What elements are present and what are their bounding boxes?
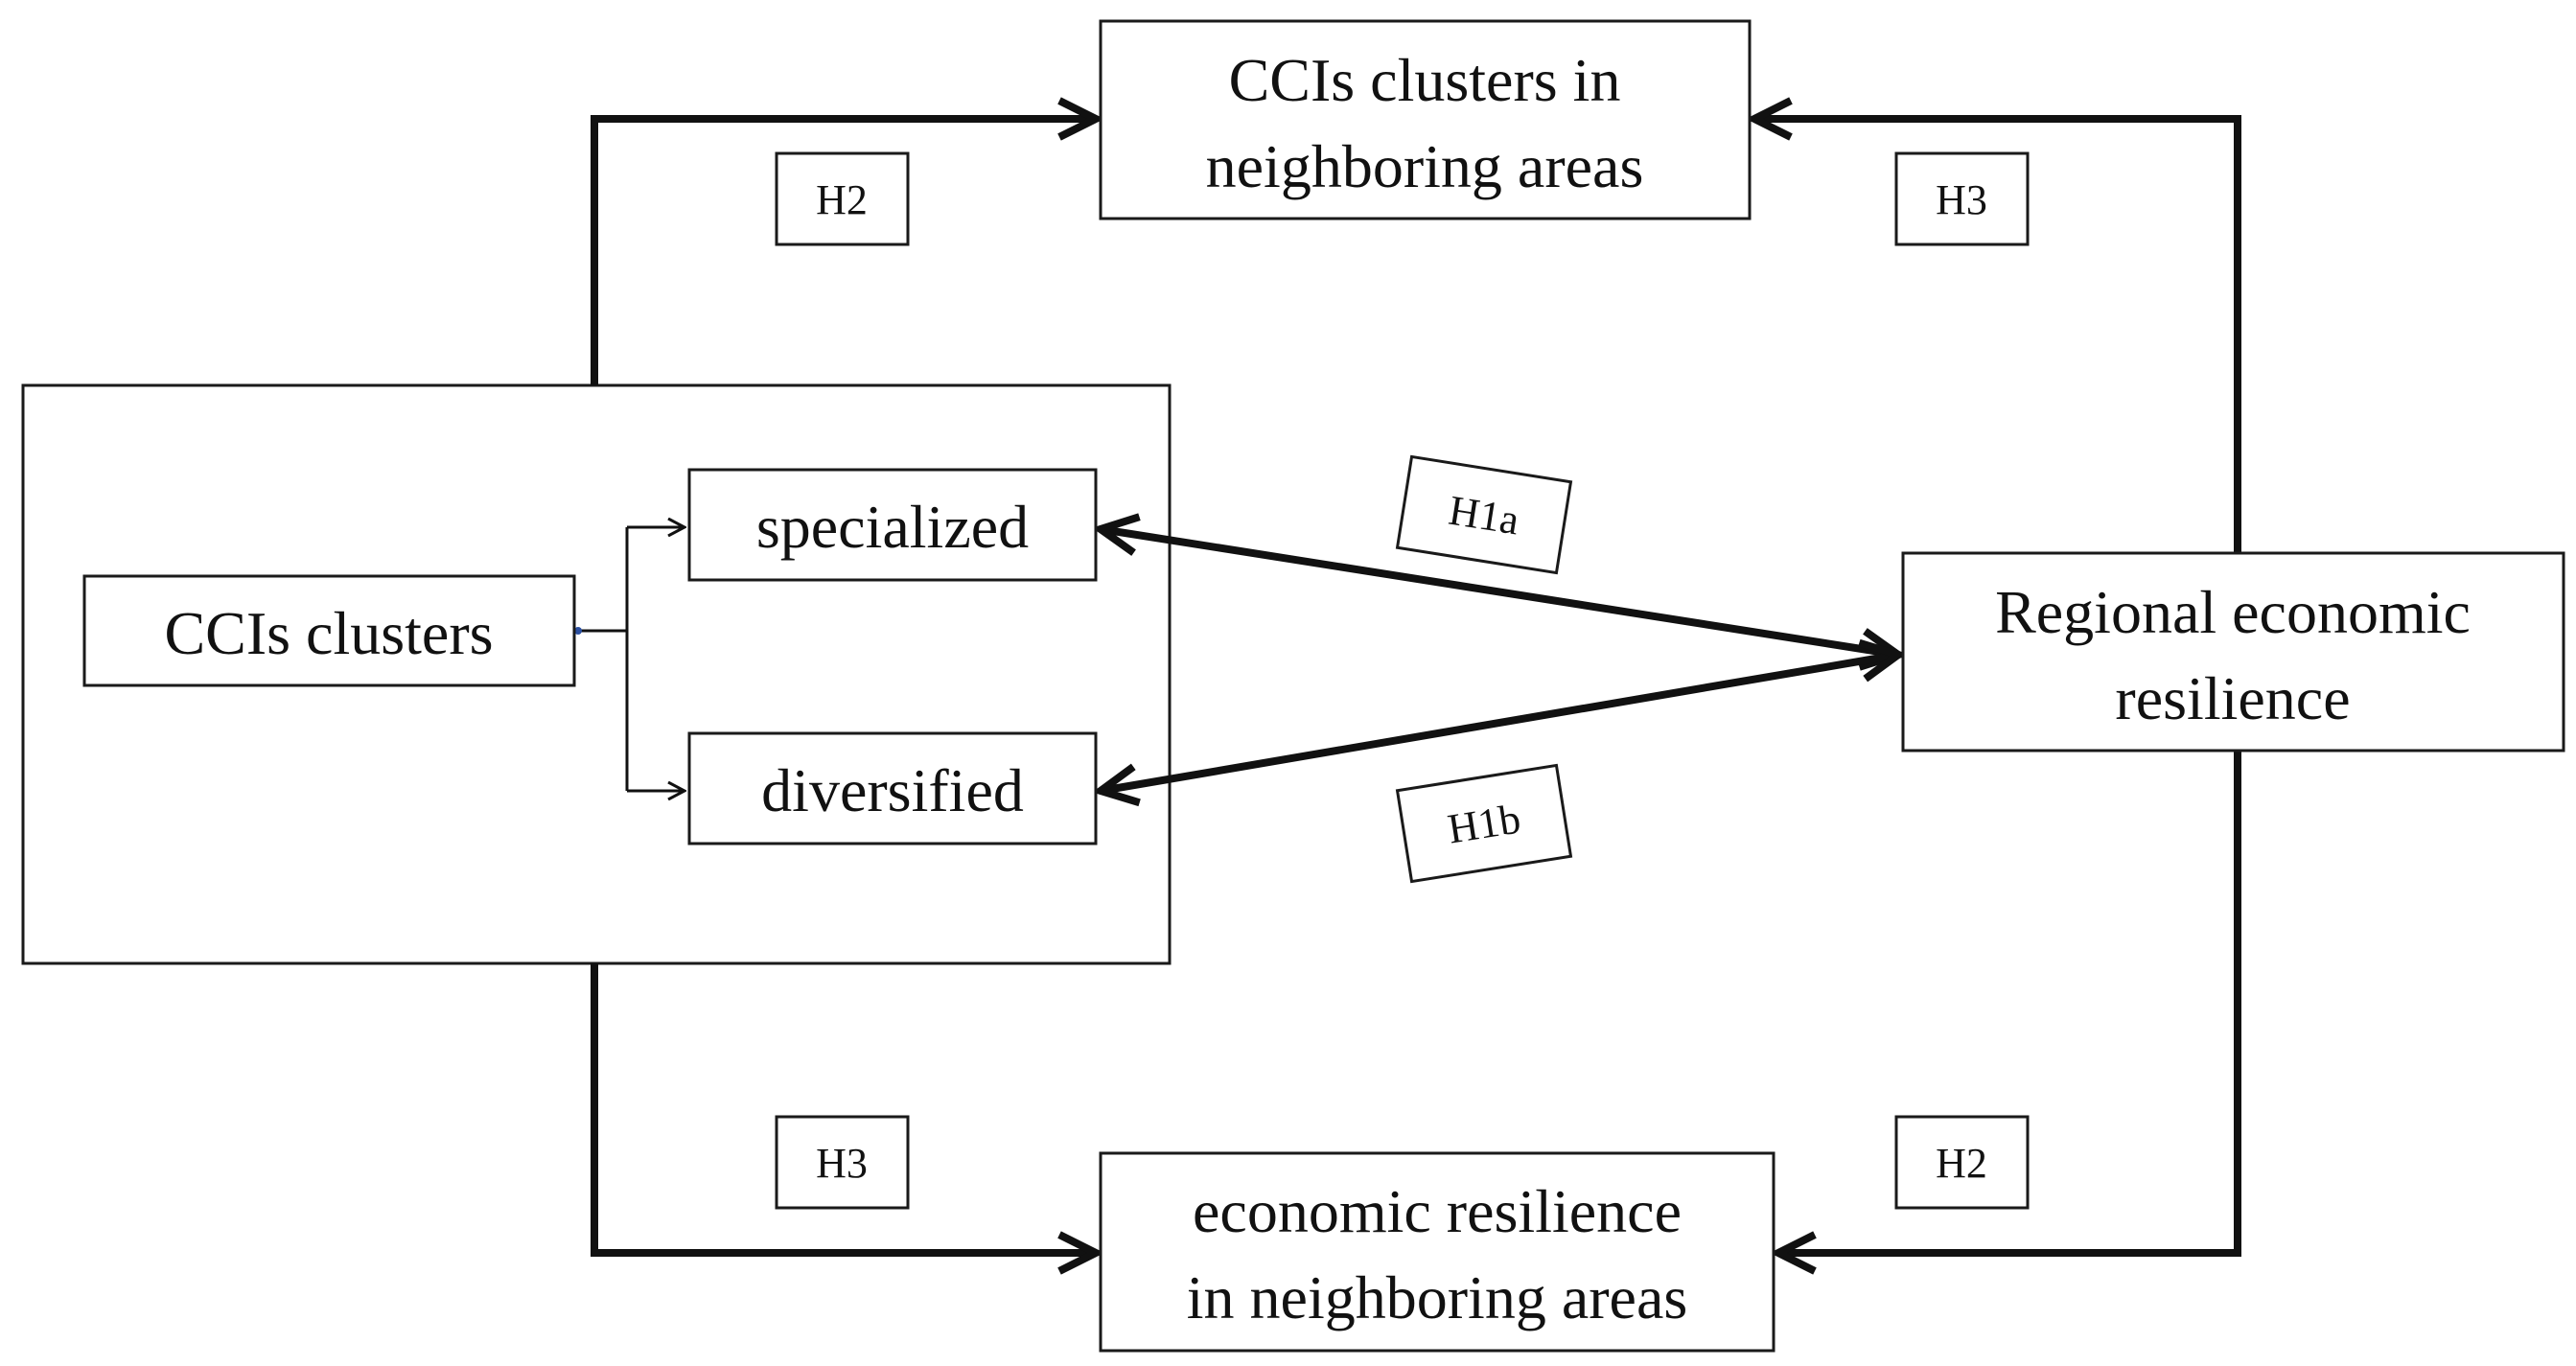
node-resilience-neighboring-line1: economic resilience [1193,1177,1682,1245]
label-h2-bottom: H2 [1894,1115,2030,1210]
node-diversified: diversified [687,731,1098,845]
node-cci-neighboring-line2: neighboring areas [1206,132,1644,200]
label-h3-top-text: H3 [1936,176,1987,223]
node-diversified-label: diversified [761,756,1024,824]
node-specialized: specialized [687,468,1098,582]
node-resilience-neighboring: economic resilience in neighboring areas [1099,1151,1775,1353]
label-h2-top: H2 [775,151,910,246]
h2-bottom-arrow [1778,751,2241,1253]
h2-top-arrow [591,119,1096,385]
h1a-arrow [1101,529,1898,655]
h3-bottom-arrow [591,963,1096,1253]
h3-top-arrow [1754,119,2241,553]
label-h3-top: H3 [1894,151,2030,246]
label-h2-bottom-text: H2 [1936,1140,1987,1187]
node-specialized-label: specialized [756,493,1029,561]
label-h2-top-text: H2 [816,176,868,223]
node-cci-clusters-label: CCIs clusters [164,599,493,667]
node-cci-neighboring: CCIs clusters in neighboring areas [1099,19,1752,220]
connector-dot [574,627,582,635]
node-cci-neighboring-line1: CCIs clusters in [1229,46,1621,114]
node-regional-resilience-line2: resilience [2115,664,2350,732]
label-h1b: H1b [1395,763,1573,884]
label-h1a-text: H1a [1446,487,1522,544]
node-cci-clusters: CCIs clusters [82,574,576,687]
label-h1a: H1a [1395,454,1573,575]
h1b-arrow [1101,655,1898,791]
node-regional-resilience: Regional economic resilience [1901,551,2565,752]
node-regional-resilience-line1: Regional economic [1995,578,2471,646]
label-h3-bottom-text: H3 [816,1140,868,1187]
node-resilience-neighboring-line2: in neighboring areas [1187,1263,1688,1331]
label-h1b-text: H1b [1445,795,1524,852]
label-h3-bottom: H3 [775,1115,910,1210]
